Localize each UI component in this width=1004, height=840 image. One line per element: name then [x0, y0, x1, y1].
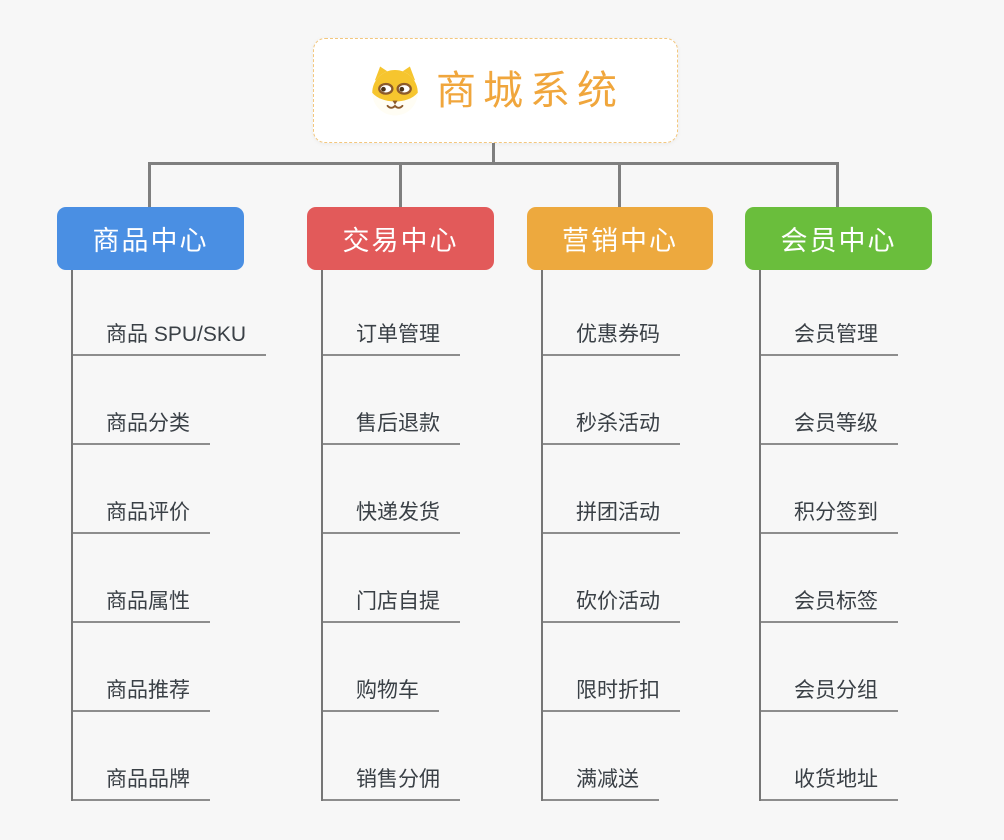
leaf-item[interactable]: 会员管理: [761, 318, 898, 356]
connector-drop-branch-2: [399, 162, 402, 208]
leaf-item[interactable]: 商品 SPU/SKU: [73, 318, 267, 356]
branch-label: 营销中心: [562, 226, 678, 256]
leaf-item[interactable]: 会员分组: [761, 674, 898, 712]
leaf-item[interactable]: 快递发货: [323, 496, 460, 534]
connector-drop-branch-3: [618, 162, 621, 208]
branch-trade-center[interactable]: 交易中心: [307, 207, 494, 270]
leaf-item[interactable]: 满减送: [543, 763, 659, 801]
leaf-item[interactable]: 销售分佣: [323, 763, 460, 801]
branch-label: 交易中心: [342, 226, 459, 256]
leaf-item[interactable]: 商品品牌: [73, 763, 210, 801]
leaf-item[interactable]: 秒杀活动: [543, 407, 680, 445]
branch-member-center[interactable]: 会员中心: [745, 207, 932, 270]
leaf-item[interactable]: 购物车: [323, 674, 439, 712]
leaf-item[interactable]: 售后退款: [323, 407, 460, 445]
branch-product-center[interactable]: 商品中心: [57, 207, 244, 270]
shiba-dog-face-icon: [367, 63, 423, 119]
leaf-item[interactable]: 商品属性: [73, 585, 210, 623]
root-title: 商城系统: [436, 68, 624, 113]
leaf-item[interactable]: 砍价活动: [543, 585, 680, 623]
connector-drop-branch-1: [148, 162, 151, 208]
leaf-item[interactable]: 拼团活动: [543, 496, 680, 534]
leaf-item[interactable]: 积分签到: [761, 496, 898, 534]
leaf-item[interactable]: 优惠券码: [543, 318, 680, 356]
branch-marketing-center[interactable]: 营销中心: [527, 207, 713, 270]
leaf-item[interactable]: 会员标签: [761, 585, 898, 623]
leaf-item[interactable]: 商品评价: [73, 496, 210, 534]
leaf-item[interactable]: 收货地址: [761, 763, 898, 801]
root-node[interactable]: 商城系统: [313, 38, 678, 143]
connector-drop-branch-4: [836, 162, 839, 208]
leaf-item[interactable]: 会员等级: [761, 407, 898, 445]
leaf-item[interactable]: 订单管理: [323, 318, 460, 356]
connector-root-vertical: [492, 142, 495, 164]
connector-horizontal-bus: [148, 162, 839, 165]
branch-marketing-children: 优惠券码 秒杀活动 拼团活动 砍价活动 限时折扣 满减送: [541, 270, 793, 801]
branch-product-children: 商品 SPU/SKU 商品分类 商品评价 商品属性 商品推荐 商品品牌: [71, 270, 323, 801]
branch-label: 商品中心: [92, 226, 209, 256]
branch-trade-children: 订单管理 售后退款 快递发货 门店自提 购物车 销售分佣: [321, 270, 573, 801]
leaf-item[interactable]: 门店自提: [323, 585, 460, 623]
leaf-item[interactable]: 商品推荐: [73, 674, 210, 712]
branch-label: 会员中心: [780, 226, 897, 256]
leaf-item[interactable]: 商品分类: [73, 407, 210, 445]
branch-member-children: 会员管理 会员等级 积分签到 会员标签 会员分组 收货地址: [759, 270, 1004, 801]
leaf-item[interactable]: 限时折扣: [543, 674, 680, 712]
